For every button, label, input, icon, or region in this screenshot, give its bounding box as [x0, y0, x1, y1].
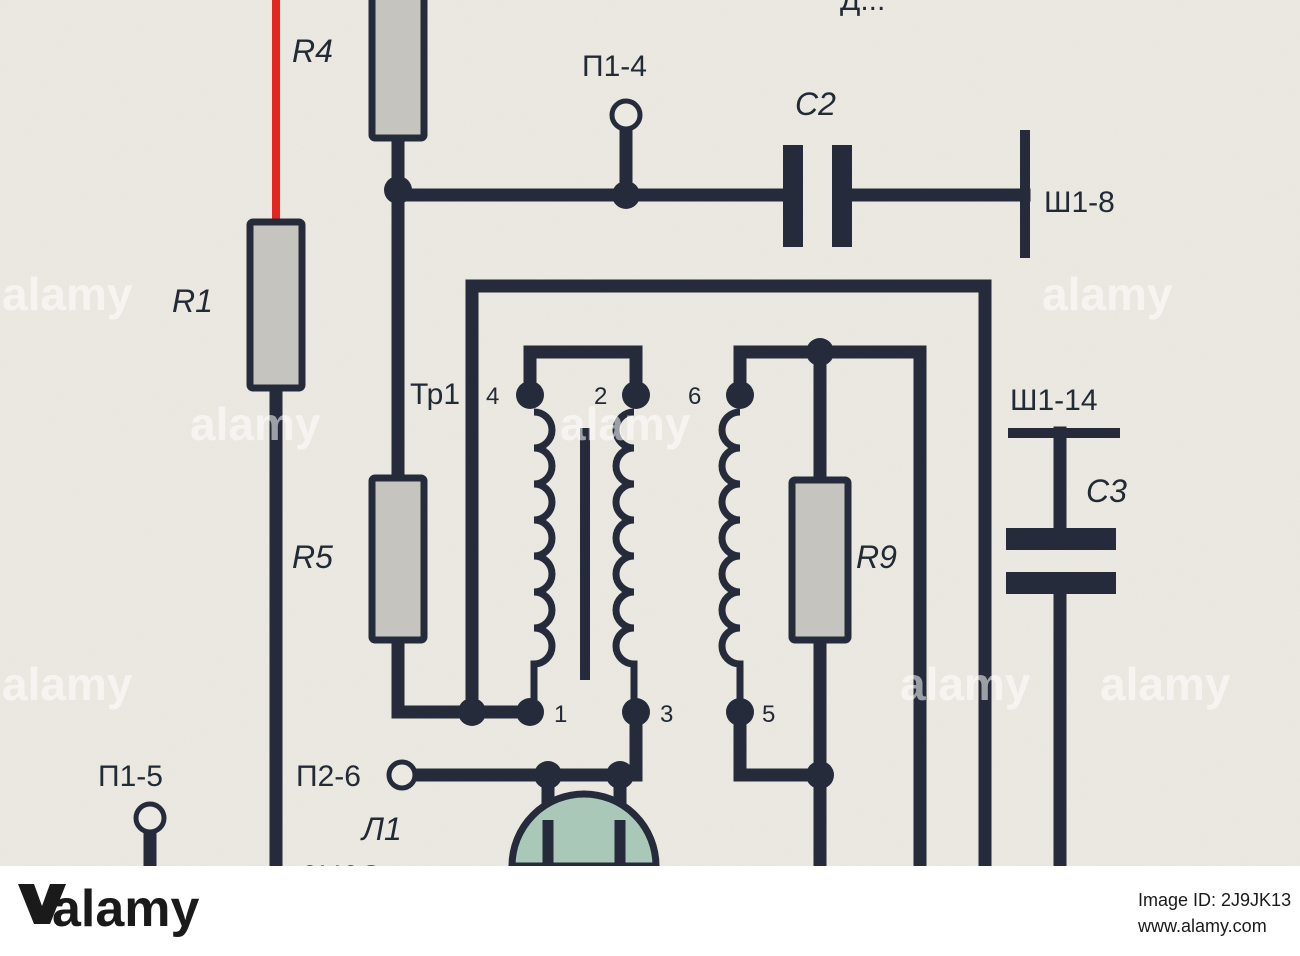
label-tr1: Тр1 [410, 378, 460, 411]
footer-site: www.alamy.com [1137, 916, 1267, 936]
resistor-r4 [368, 0, 428, 142]
watermark: alamy [1100, 658, 1231, 710]
terminal-p1-4 [609, 98, 643, 132]
pin5-wire [733, 705, 827, 782]
transformer-tr1 [530, 408, 744, 700]
watermark: alamy [2, 268, 133, 320]
footer-brand: alamy [52, 880, 200, 938]
pin-2-label: 2 [594, 383, 607, 410]
resistor-r1 [246, 218, 306, 392]
primary-coil-left [530, 408, 556, 700]
pin-4-label: 4 [486, 383, 499, 410]
transformer-core [580, 428, 590, 680]
label-r9: R9 [856, 539, 897, 575]
watermark: alamy [2, 658, 133, 710]
capacitor-c2 [783, 145, 852, 247]
outer-loop-wire [465, 279, 992, 873]
pin-3-label: 3 [660, 701, 673, 728]
footer-logo [18, 884, 66, 924]
label-r4: R4 [292, 33, 333, 69]
terminal-p2-6 [386, 759, 418, 791]
secondary-coil [718, 408, 744, 700]
pin-5-label: 5 [762, 701, 775, 728]
junction-dots [384, 176, 834, 789]
footer-image-id: Image ID: 2J9JK13 [1138, 890, 1291, 910]
primary-coil-right [612, 408, 638, 700]
resistor-r5 [368, 474, 428, 644]
alamy-logo-icon [18, 884, 66, 924]
label-sh1-14: Ш1-14 [1010, 384, 1098, 417]
footer-bar [0, 866, 1300, 956]
label-p2-6: П2-6 [296, 760, 361, 793]
watermark: alamy [1042, 268, 1173, 320]
terminal-p1-5 [133, 801, 167, 835]
watermark: alamy [560, 398, 691, 450]
label-r1: R1 [172, 283, 213, 319]
label-c2: C2 [795, 86, 836, 122]
label-r5: R5 [292, 539, 333, 575]
resistor-r9 [788, 476, 852, 644]
primary-top-wire [523, 345, 643, 402]
pin-6-label: 6 [688, 383, 701, 410]
sh1-8-terminal-bar [1020, 130, 1030, 258]
watermark: alamy [900, 658, 1031, 710]
label-l1: Л1 [360, 811, 402, 847]
label-top-partial: Д... [840, 0, 885, 17]
pin-1-label: 1 [554, 701, 567, 728]
wires [143, 123, 1067, 873]
watermark: alamy [190, 398, 321, 450]
label-p1-4: П1-4 [582, 50, 647, 83]
label-sh1-8: Ш1-8 [1044, 186, 1115, 219]
label-c3: C3 [1086, 473, 1127, 509]
label-p1-5: П1-5 [98, 760, 163, 793]
open-terminals [133, 98, 643, 835]
capacitor-c3 [1006, 428, 1120, 594]
